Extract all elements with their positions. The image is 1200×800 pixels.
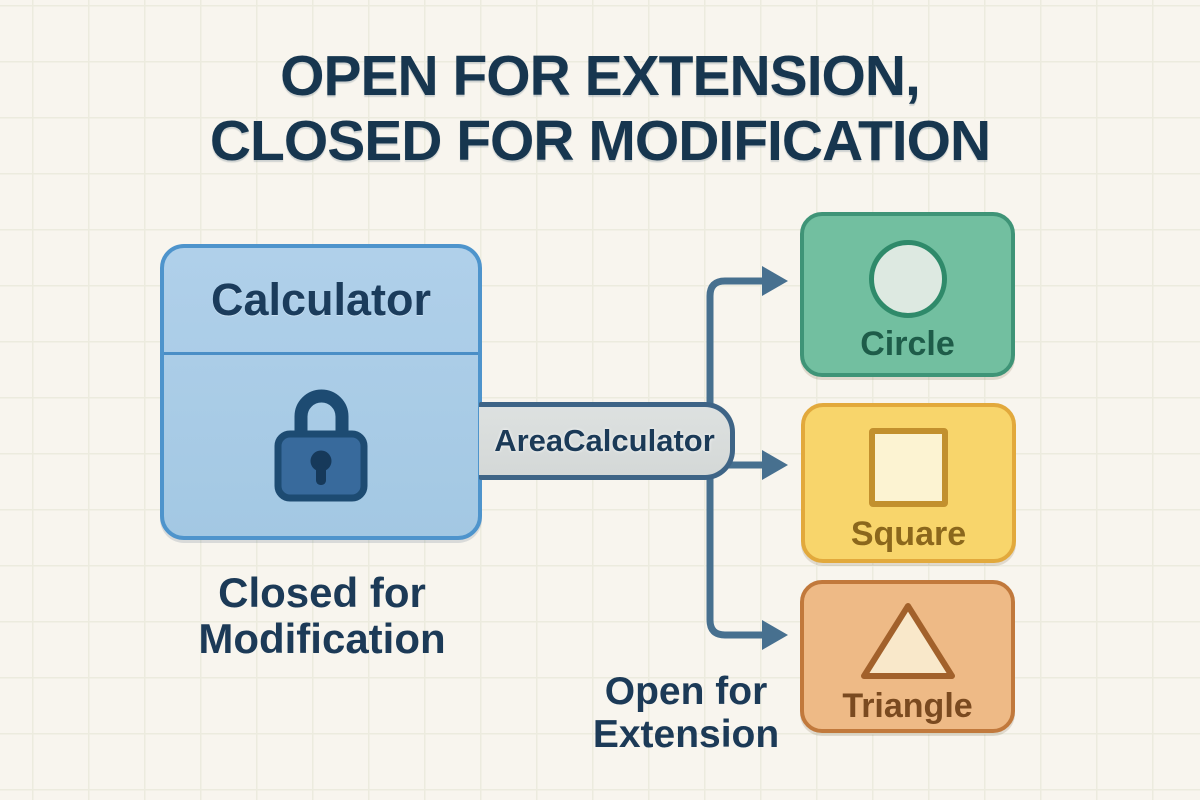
calculator-title: Calculator <box>164 248 478 355</box>
area-calculator-bar: AreaCalculator <box>479 402 735 480</box>
arrowhead-square <box>762 450 788 480</box>
arrow-to-circle-path <box>706 277 763 410</box>
square-label: Square <box>850 515 967 553</box>
circle-icon <box>868 240 947 318</box>
arrowhead-circle <box>762 266 788 296</box>
closed-for-modification-caption: Closed for Modification <box>150 570 494 662</box>
open-for-extension-caption: Open for Extension <box>571 670 801 756</box>
area-calculator-label: AreaCalculator <box>494 423 715 458</box>
closed-caption-line2: Modification <box>198 615 446 662</box>
shape-box-circle: Circle <box>800 212 1015 377</box>
arrowhead-triangle <box>762 620 788 650</box>
closed-caption-line1: Closed for <box>218 569 426 616</box>
lock-icon <box>274 389 368 501</box>
shape-box-square: Square <box>801 403 1016 563</box>
shape-box-triangle: Triangle <box>800 580 1015 733</box>
triangle-label: Triangle <box>842 687 973 725</box>
arrow-to-triangle-path <box>706 472 763 639</box>
calculator-class-box: Calculator <box>160 244 482 540</box>
page-title: OPEN FOR EXTENSION, CLOSED FOR MODIFICAT… <box>0 44 1200 174</box>
calculator-body <box>164 355 478 536</box>
circle-label: Circle <box>860 325 955 363</box>
open-caption-line1: Open for <box>604 670 768 713</box>
page-title-line2: CLOSED FOR MODIFICATION <box>209 109 991 173</box>
triangle-icon <box>860 603 955 679</box>
page-title-line1: OPEN FOR EXTENSION, <box>280 44 921 108</box>
square-icon <box>869 428 948 507</box>
open-caption-line2: Extension <box>592 713 780 756</box>
